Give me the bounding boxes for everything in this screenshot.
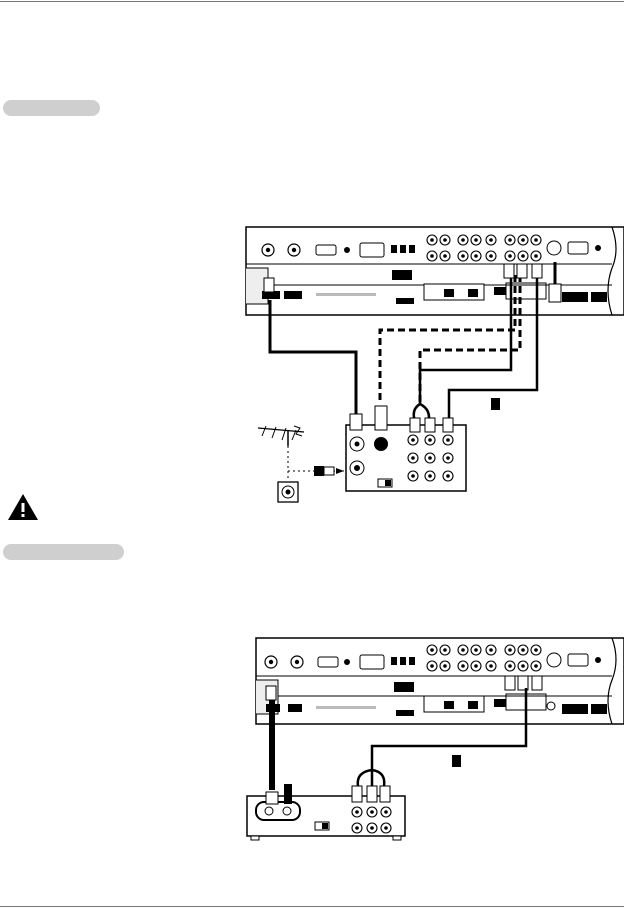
tv-rear-panel-2 [255, 637, 624, 725]
callout-marker-2 [452, 755, 461, 767]
bottom-rule [0, 906, 624, 907]
section-1-header-pill [3, 100, 100, 116]
cables-1 [268, 262, 557, 425]
caution-triangle-icon [8, 494, 38, 520]
panel-plugs-1 [263, 263, 562, 303]
callout-marker-1 [491, 398, 500, 410]
av-device-2 [246, 784, 406, 841]
cables-2 [269, 688, 528, 790]
top-rule [0, 1, 624, 2]
tv-rear-panel-1 [245, 226, 624, 316]
antenna [257, 425, 305, 446]
vcr-1 [345, 405, 467, 492]
section-2-header-pill [3, 544, 124, 560]
wall-jack [277, 481, 299, 503]
rf-plug [314, 466, 344, 476]
